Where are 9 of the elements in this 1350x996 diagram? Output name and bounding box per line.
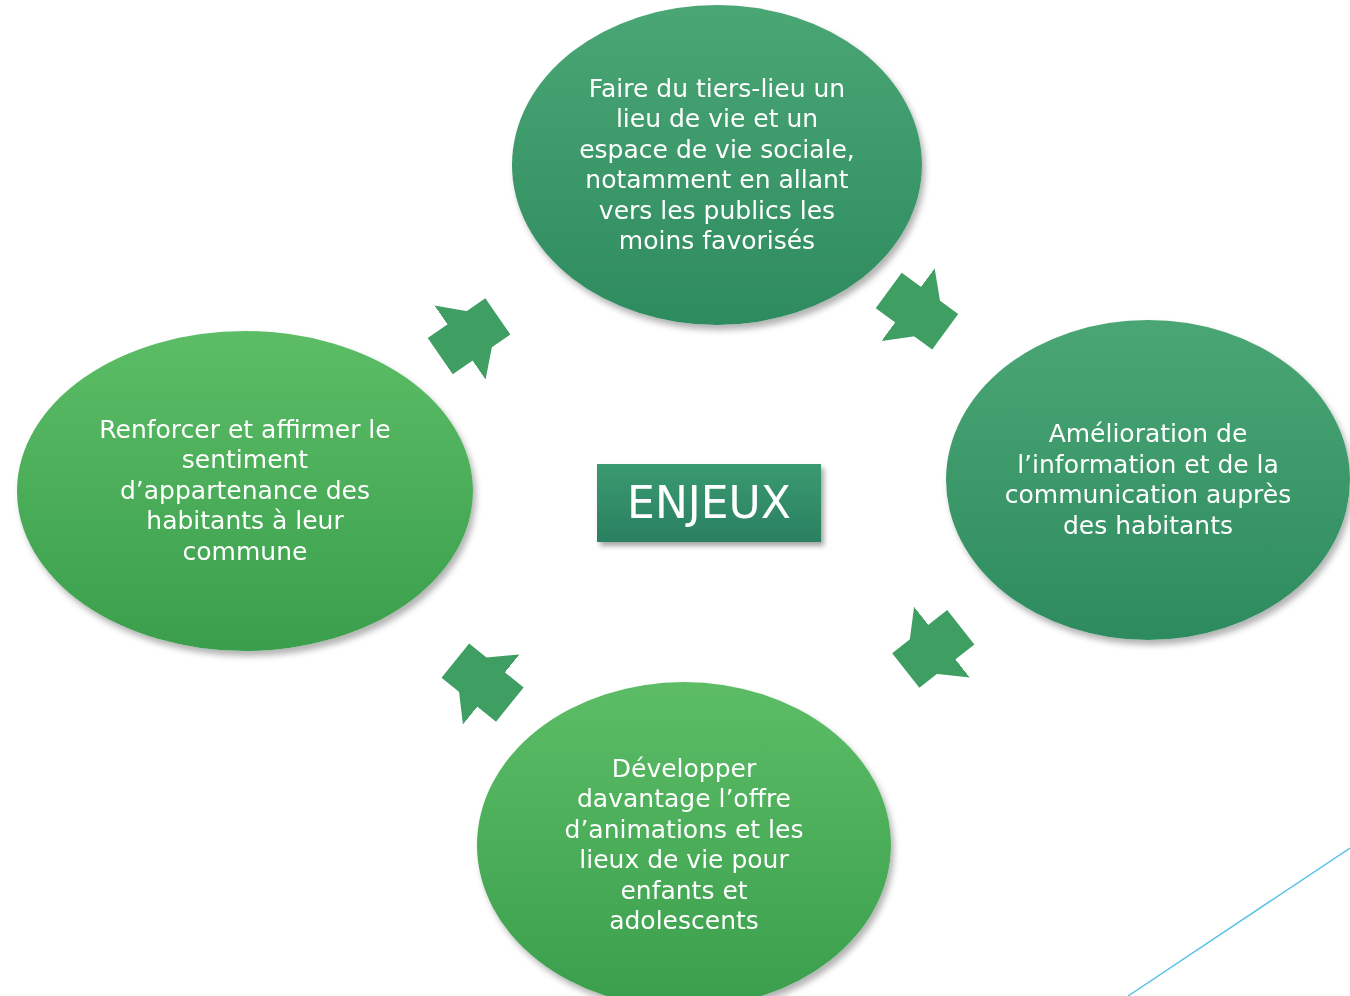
block-arrow bbox=[875, 268, 959, 350]
block-arrow bbox=[892, 606, 975, 688]
title-text: ENJEUX bbox=[626, 478, 792, 528]
node-text: Renforcer et affirmer le sentiment d’appartenance des habitants à leur commune bbox=[98, 414, 392, 568]
node-text: Amélioration de l’information et de la communication auprès des habitants bbox=[1003, 419, 1293, 541]
title-box bbox=[597, 464, 821, 542]
node-text: Développer davantage l’offre d’animations et les lieux de vie pour enfants et adolescents bbox=[563, 753, 805, 937]
block-arrow bbox=[427, 298, 511, 380]
node-text: Faire du tiers-lieu un lieu de vie et un espace de vie sociale, notamment en allant vers les publics les moins favorisés bbox=[578, 73, 856, 257]
